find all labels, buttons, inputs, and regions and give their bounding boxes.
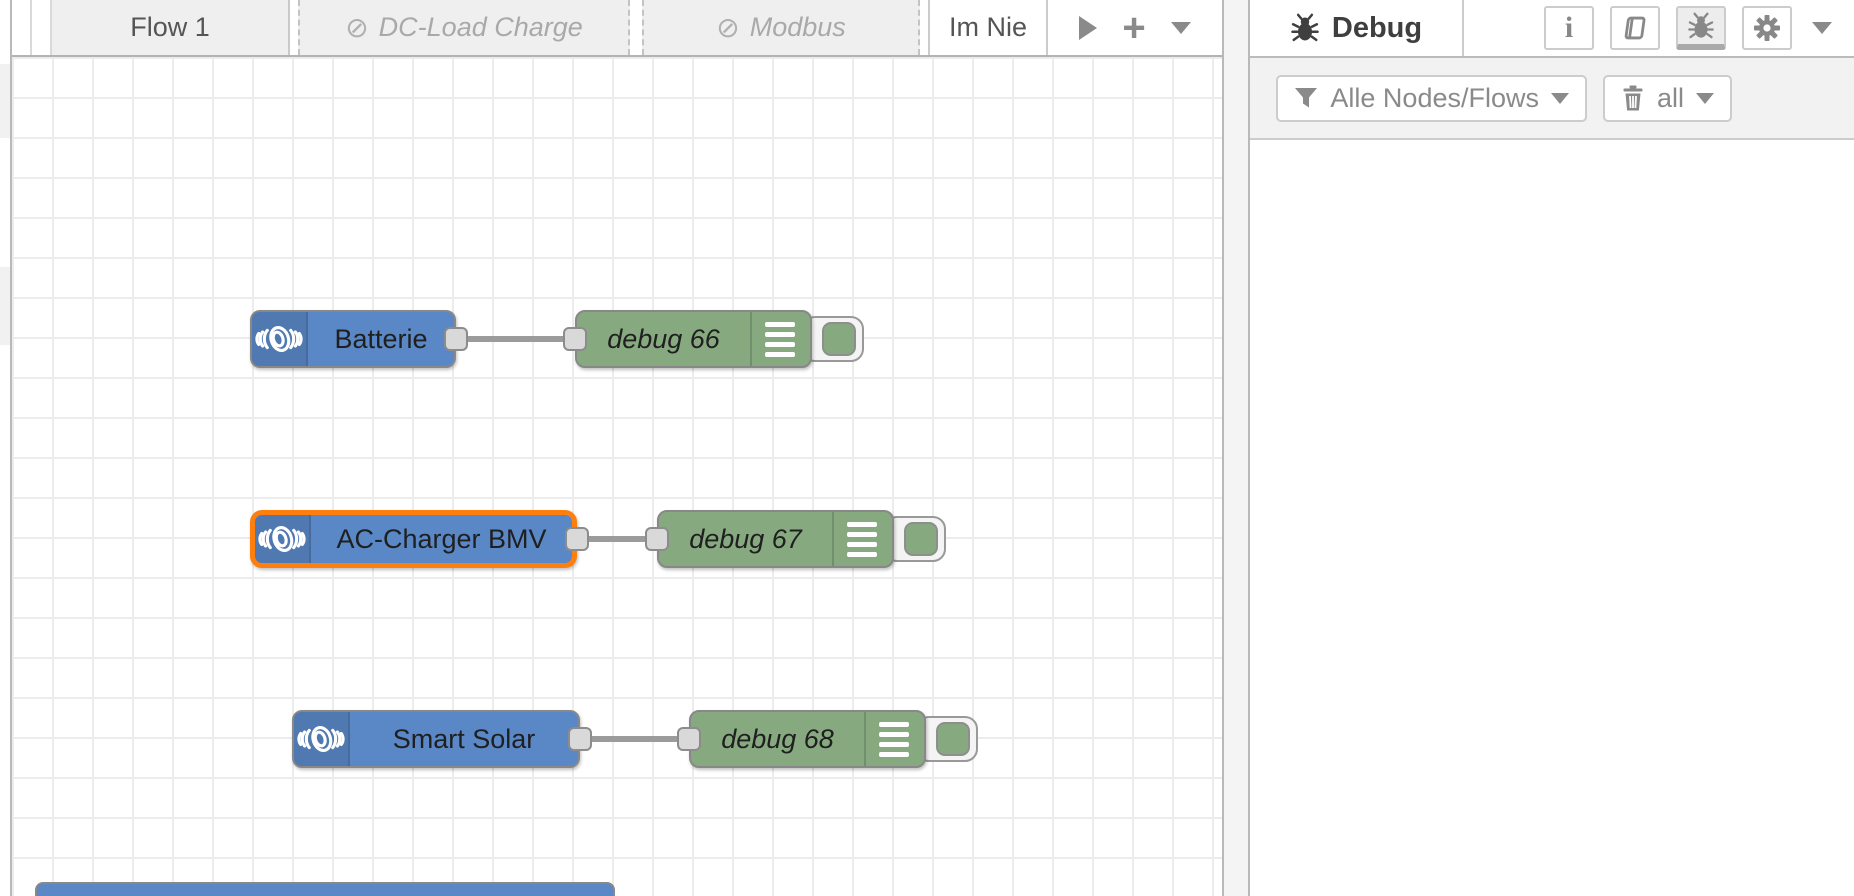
tab-flow-1[interactable]: Flow 1 bbox=[52, 0, 290, 55]
tab-gap bbox=[290, 0, 298, 55]
debug-filter-button[interactable]: Alle Nodes/Flows bbox=[1276, 74, 1587, 122]
node-batterie[interactable]: Batterie bbox=[250, 310, 456, 368]
palette-strip bbox=[0, 0, 12, 896]
victron-icon bbox=[252, 312, 308, 366]
book-icon bbox=[1624, 16, 1646, 40]
input-port[interactable] bbox=[563, 327, 587, 351]
tab-label: DC-Load Charge bbox=[378, 12, 583, 42]
tab-debug[interactable]: Debug bbox=[1250, 0, 1464, 56]
output-port[interactable] bbox=[565, 527, 589, 551]
debug-toggle-state bbox=[904, 522, 938, 556]
debug-list-icon bbox=[750, 312, 808, 366]
help-tab-button[interactable] bbox=[1610, 6, 1660, 50]
clear-chevron-down-icon bbox=[1696, 92, 1714, 104]
output-port[interactable] bbox=[444, 327, 468, 351]
node-label: debug 67 bbox=[689, 523, 802, 554]
wire[interactable] bbox=[573, 536, 661, 542]
debug-filter-label: Alle Nodes/Flows bbox=[1330, 82, 1539, 113]
bug-icon bbox=[1688, 12, 1714, 39]
workspace-tab-bar: Flow 1 ⊘ DC-Load Charge ⊘ Modbus Im Nie … bbox=[12, 0, 1222, 57]
debug-list-icon bbox=[864, 712, 922, 766]
sidebar-menu-chevron-down-icon[interactable] bbox=[1812, 22, 1832, 34]
input-port[interactable] bbox=[677, 727, 701, 751]
tab-bar-spacer bbox=[12, 0, 32, 55]
tab-im-nie[interactable]: Im Nie bbox=[928, 0, 1046, 55]
config-tab-button[interactable] bbox=[1742, 6, 1792, 50]
tab-list-chevron-down-icon[interactable] bbox=[1171, 21, 1192, 34]
tab-label: Im Nie bbox=[948, 12, 1027, 42]
node-partially-visible[interactable] bbox=[35, 882, 615, 896]
sidebar-header-buttons: i bbox=[1544, 6, 1854, 50]
gear-icon bbox=[1754, 15, 1780, 41]
tab-gap bbox=[630, 0, 642, 55]
node-debug-68[interactable]: debug 68 bbox=[689, 710, 926, 768]
debug-toggle-state bbox=[822, 322, 856, 356]
debug-toolbar: Alle Nodes/Flows all bbox=[1250, 58, 1854, 140]
flow-canvas[interactable]: Batterie debug 66 AC-Charger BMV bbox=[12, 57, 1222, 896]
victron-icon bbox=[294, 712, 350, 766]
tab-scroll-right-icon[interactable] bbox=[1078, 15, 1097, 40]
tab-modbus[interactable]: ⊘ Modbus bbox=[642, 0, 920, 55]
tab-bar-spacer bbox=[32, 0, 52, 55]
node-label: Smart Solar bbox=[392, 723, 536, 754]
debug-list-icon bbox=[832, 512, 890, 566]
node-smart-solar[interactable]: Smart Solar bbox=[292, 710, 580, 768]
add-flow-button[interactable]: + bbox=[1122, 5, 1146, 50]
tab-dc-load-charge[interactable]: ⊘ DC-Load Charge bbox=[298, 0, 630, 55]
tab-scroll-toolbar: + bbox=[1046, 0, 1222, 55]
input-port[interactable] bbox=[645, 527, 669, 551]
flow-disabled-icon: ⊘ bbox=[345, 12, 369, 43]
tab-label: Modbus bbox=[749, 12, 846, 42]
node-label: debug 68 bbox=[721, 723, 834, 754]
info-icon: i bbox=[1564, 11, 1574, 44]
palette-block bbox=[0, 64, 10, 138]
node-label: Batterie bbox=[334, 323, 428, 354]
node-debug-66[interactable]: debug 66 bbox=[575, 310, 812, 368]
node-ac-charger-bmv[interactable]: AC-Charger BMV bbox=[250, 510, 577, 568]
info-tab-button[interactable]: i bbox=[1544, 6, 1594, 50]
sidebar-header: Debug i bbox=[1250, 0, 1854, 58]
node-label: debug 66 bbox=[607, 323, 720, 354]
debug-toggle-button[interactable] bbox=[916, 716, 978, 762]
debug-sidebar: Debug i bbox=[1250, 0, 1854, 896]
trash-icon bbox=[1623, 85, 1643, 111]
debug-clear-button[interactable]: all bbox=[1602, 74, 1732, 122]
debug-clear-label: all bbox=[1656, 82, 1684, 113]
victron-icon bbox=[255, 515, 311, 563]
debug-messages-area bbox=[1250, 140, 1854, 894]
wire[interactable] bbox=[576, 736, 693, 742]
palette-block bbox=[0, 267, 10, 345]
debug-tab-button[interactable] bbox=[1676, 6, 1726, 50]
flow-disabled-icon: ⊘ bbox=[716, 12, 740, 43]
tab-gap bbox=[920, 0, 928, 55]
filter-chevron-down-icon bbox=[1550, 92, 1569, 104]
node-debug-67[interactable]: debug 67 bbox=[657, 510, 894, 568]
node-label: AC-Charger BMV bbox=[336, 523, 547, 554]
bug-icon bbox=[1291, 13, 1319, 42]
filter-icon bbox=[1295, 88, 1318, 108]
wire[interactable] bbox=[452, 336, 579, 342]
output-port[interactable] bbox=[568, 727, 592, 751]
debug-toggle-state bbox=[936, 722, 970, 756]
sidebar-splitter[interactable] bbox=[1222, 0, 1250, 896]
debug-toggle-button[interactable] bbox=[884, 516, 946, 562]
tab-label: Flow 1 bbox=[130, 12, 210, 42]
sidebar-title: Debug bbox=[1331, 11, 1423, 44]
